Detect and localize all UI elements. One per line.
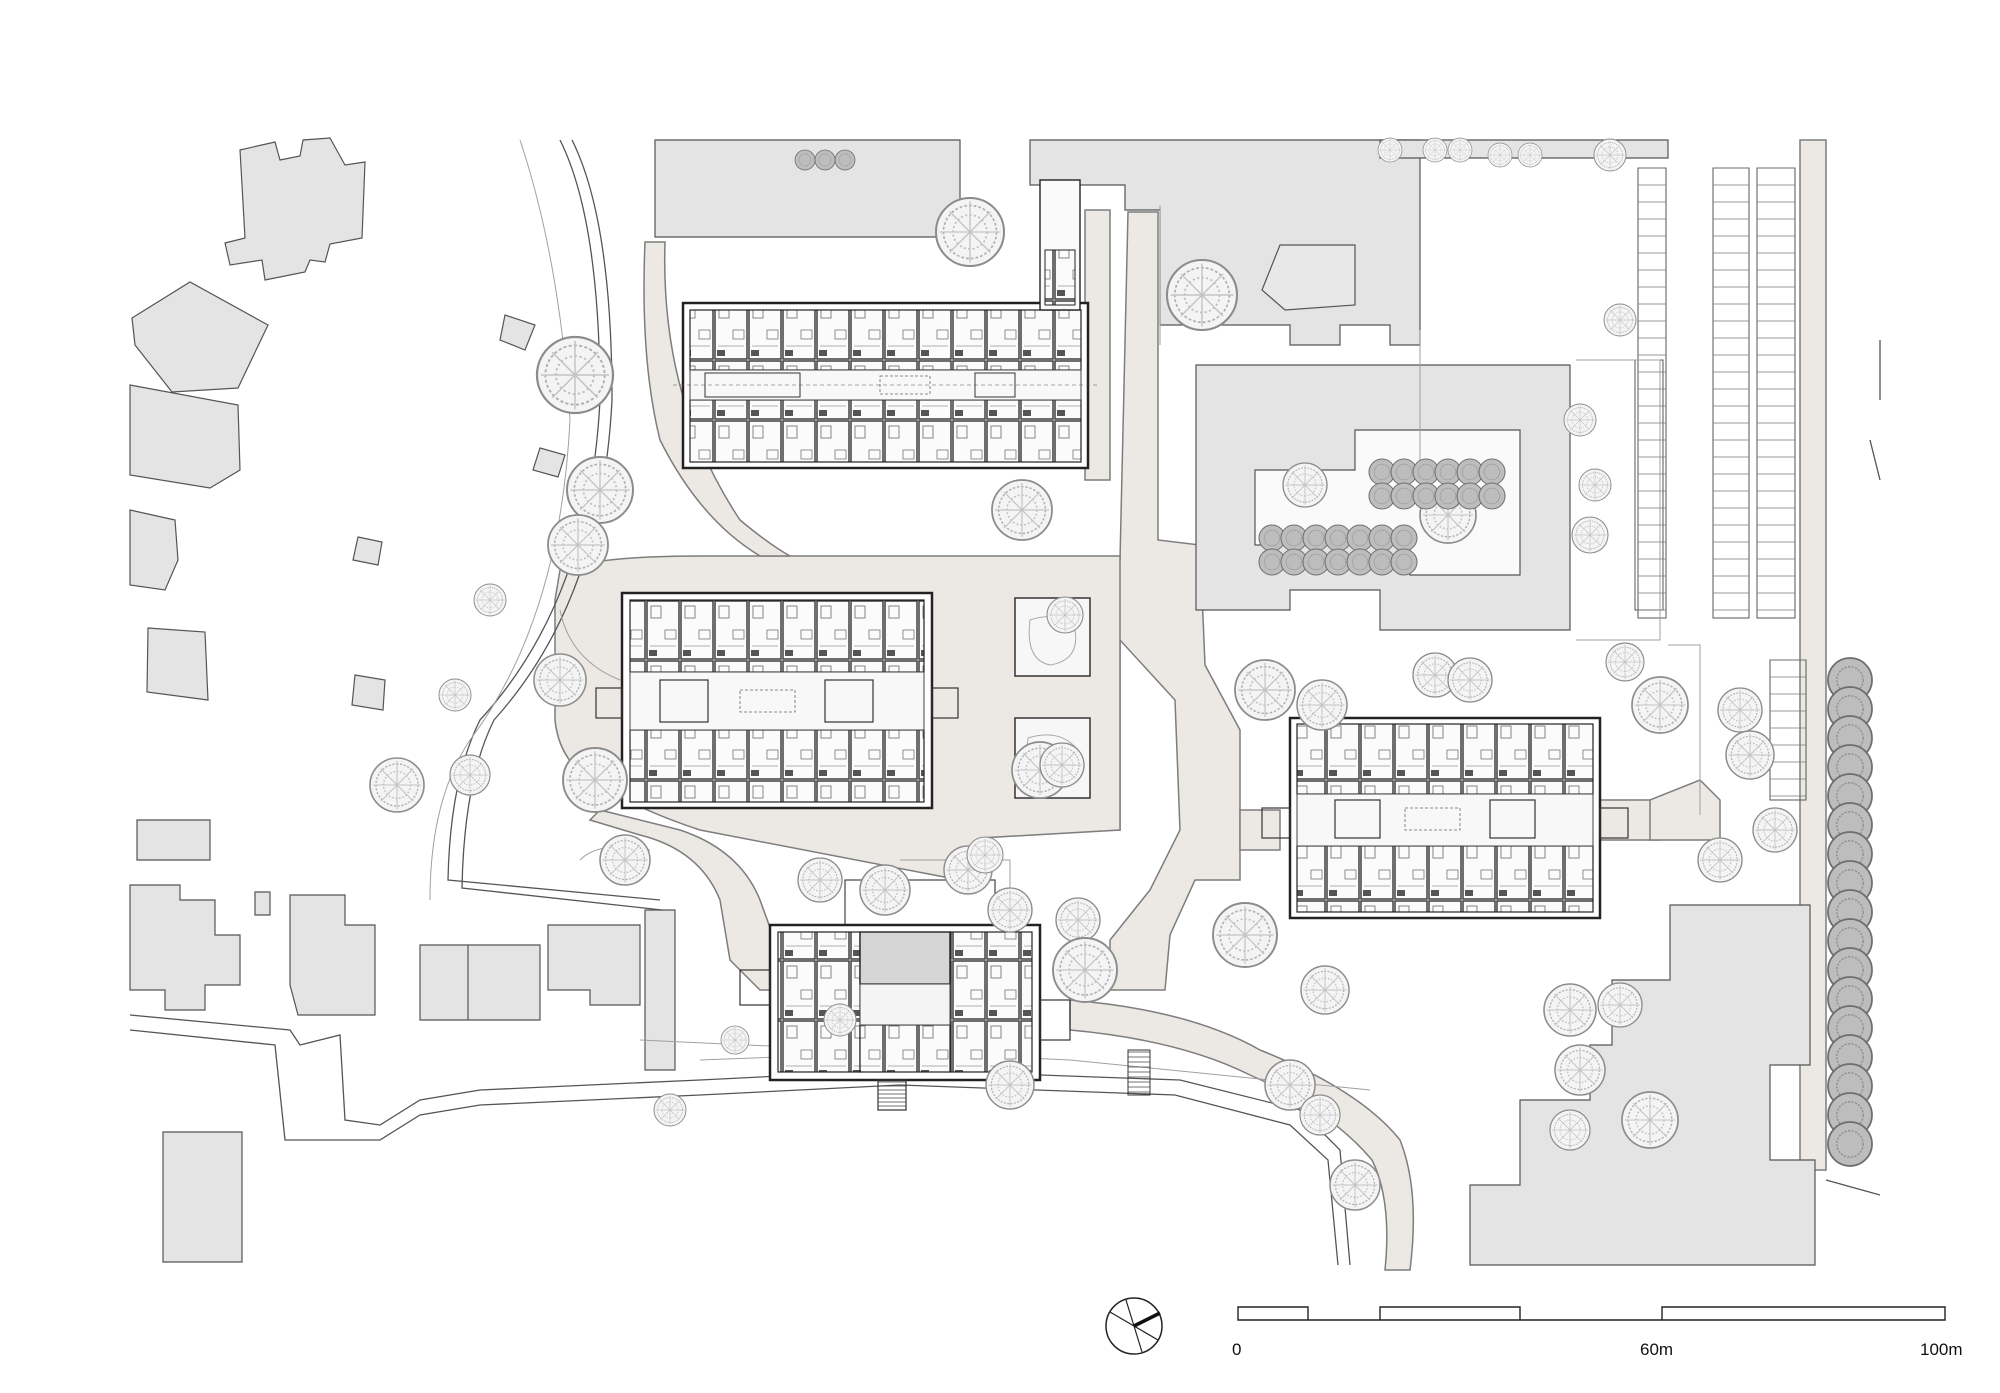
block-d (739, 879, 1151, 1111)
block-c (1261, 716, 1629, 920)
tree-icon (794, 149, 816, 171)
tree-icon (1487, 142, 1513, 168)
tree-icon (1329, 1159, 1381, 1211)
block-a (673, 179, 1098, 470)
tree-icon (1296, 679, 1348, 731)
tree-icon (1300, 965, 1350, 1015)
tree-icon (991, 479, 1053, 541)
tree-icon (1039, 742, 1085, 788)
tree-icon (562, 747, 628, 813)
tree-icon (1603, 303, 1637, 337)
tree-icon (1299, 1094, 1341, 1136)
tree-icon (1571, 516, 1609, 554)
tree-icon (1447, 657, 1493, 703)
tree-icon (438, 678, 472, 712)
tree-icon (966, 836, 1004, 874)
north-arrow-icon (1105, 1297, 1163, 1355)
tree-icon (449, 754, 491, 796)
tree-icon (533, 653, 587, 707)
block-b (595, 591, 959, 810)
tree-icon (1377, 137, 1403, 163)
tree-icon (1697, 837, 1743, 883)
tree-icon (1165, 258, 1239, 332)
tree-icon (1390, 548, 1418, 576)
tree-icon (1549, 1109, 1591, 1151)
tree-icon (653, 1093, 687, 1127)
tree-icon (1543, 983, 1597, 1037)
tree-icon (1593, 138, 1627, 172)
tree-icon (1052, 937, 1118, 1003)
scale-label-60m: 60m (1640, 1340, 1674, 1359)
tree-icon (1478, 482, 1506, 510)
tree-icon (535, 335, 615, 415)
tree-icon (1422, 137, 1448, 163)
tree-icon (1631, 676, 1689, 734)
tree-icon (547, 514, 609, 576)
tree-icon (1725, 730, 1775, 780)
tree-icon (834, 149, 856, 171)
tree-icon (473, 583, 507, 617)
tree-icon (1563, 403, 1597, 437)
tree-icon (1282, 462, 1328, 508)
tree-icon (369, 757, 425, 813)
tree-icon (1578, 468, 1612, 502)
tree-icon (1447, 137, 1473, 163)
tree-icon (814, 149, 836, 171)
tree-icon (987, 887, 1033, 933)
tree-icon (1234, 659, 1296, 721)
tree-icon (1478, 458, 1506, 486)
scale-label-100m: 100m (1920, 1340, 1963, 1359)
tree-icon (1212, 902, 1278, 968)
tree-icon (1717, 687, 1763, 733)
tree-icon (1605, 642, 1645, 682)
tree-icon (720, 1025, 750, 1055)
tree-icon (797, 857, 843, 903)
parking-lines (1638, 167, 1806, 797)
tree-icon (1621, 1091, 1679, 1149)
existing-buildings (129, 137, 1816, 1266)
tree-icon (599, 834, 651, 886)
scale-label-0: 0 (1232, 1340, 1242, 1359)
tree-icon (566, 456, 634, 524)
tree-icon (1554, 1044, 1606, 1096)
scale-bar (1237, 1306, 1946, 1321)
tree-icon (1597, 982, 1643, 1028)
stairs (878, 1051, 1150, 1107)
tree-icon (985, 1060, 1035, 1110)
tree-icon (1827, 1121, 1873, 1167)
tree-icon (1046, 596, 1084, 634)
tree-icon (934, 196, 1006, 268)
tree-icon (1752, 807, 1798, 853)
tree-icon (1517, 142, 1543, 168)
tree-icon (1390, 524, 1418, 552)
tree-icon (823, 1003, 857, 1037)
tree-icon (1055, 897, 1101, 943)
tree-icon (859, 864, 911, 916)
